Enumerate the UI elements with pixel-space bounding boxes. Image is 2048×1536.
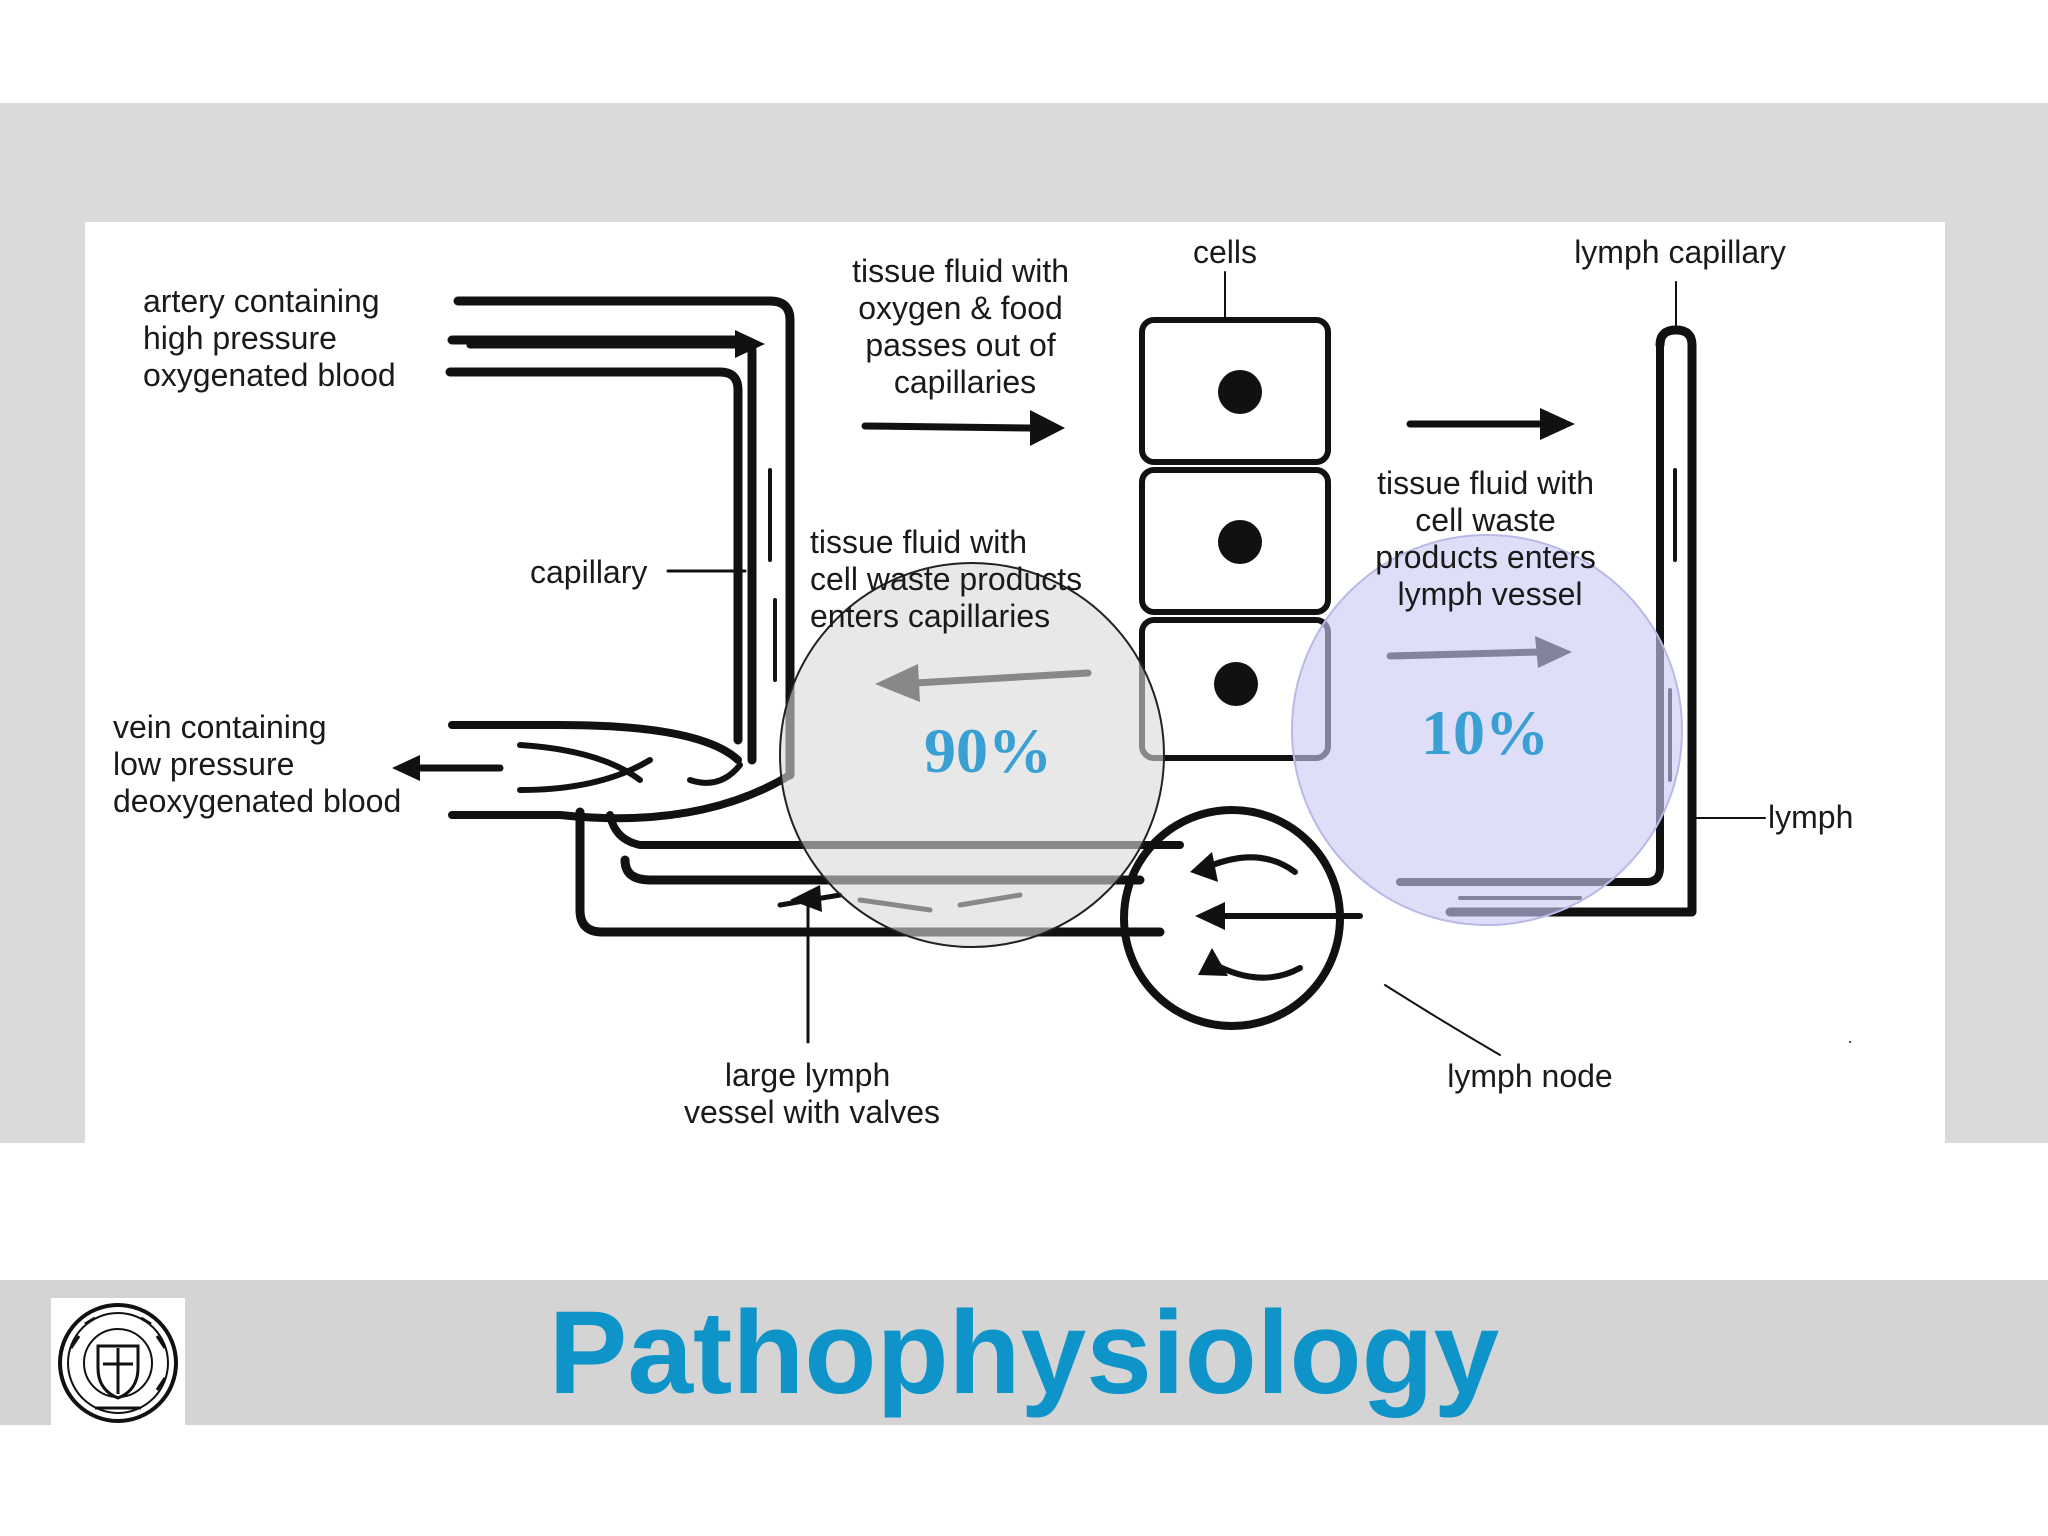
university-seal-icon [58, 1303, 178, 1423]
lymph-label: lymph [1768, 799, 1853, 835]
lymph-node [1120, 806, 1501, 1056]
cell-nucleus [1214, 662, 1258, 706]
slide-title: Pathophysiology [548, 1287, 1500, 1419]
footer-band [0, 1280, 2048, 1425]
artery-capillary-vessel [445, 296, 795, 780]
vein-vessel [392, 721, 794, 823]
artery-label: artery containing high pressure oxygenat… [143, 283, 396, 393]
lymph-drain-highlight [1291, 534, 1683, 926]
tissue-fluid-out-label: tissue fluid with oxygen & food passes o… [852, 253, 1078, 400]
percent-lymph: 10% [1421, 697, 1549, 768]
large-lymph-vessel [575, 807, 1184, 1044]
tissue-fluid-lymph-label: tissue fluid with cell waste products en… [1375, 465, 1604, 612]
tissue-fluid-in-label: tissue fluid with cell waste products en… [810, 524, 1091, 634]
percent-capillaries: 90% [924, 715, 1052, 786]
capillary-label: capillary [530, 554, 647, 590]
capillary-return-highlight [779, 562, 1165, 948]
cell-nucleus [1218, 370, 1262, 414]
large-lymph-vessel-label: large lymph vessel with valves [684, 1057, 940, 1130]
vein-label: vein containing low pressure deoxygenate… [113, 709, 401, 819]
lymph-capillary-label: lymph capillary [1574, 234, 1786, 270]
cells-label: cells [1193, 234, 1257, 270]
lymph-node-label: lymph node [1447, 1058, 1612, 1094]
cell-nucleus [1218, 520, 1262, 564]
university-logo [51, 1298, 185, 1428]
